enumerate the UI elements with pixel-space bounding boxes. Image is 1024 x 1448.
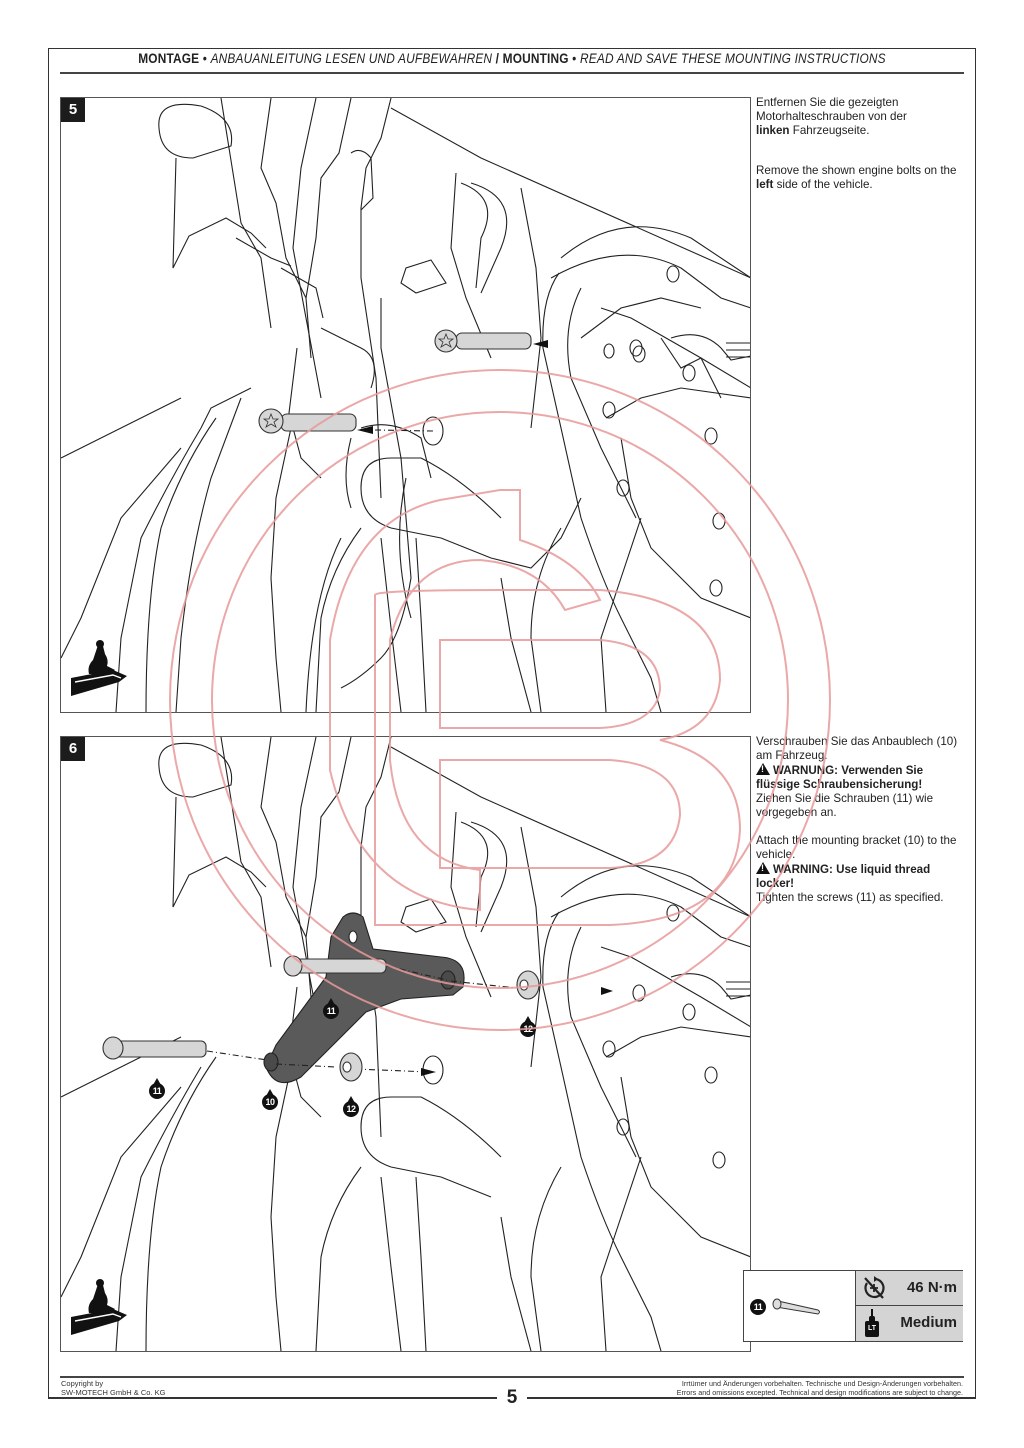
warning-triangle-icon [756, 763, 770, 775]
torque-value: 46 N·m [906, 1279, 957, 1296]
step-number-badge: 5 [61, 98, 85, 122]
torque-spec-values: 46 N·m LT Medium [855, 1271, 963, 1341]
spacer-12-upper [516, 970, 540, 1000]
step-6-en-warning: WARNING: Use liquid thread locker! [756, 862, 931, 890]
screw-11-lower [102, 1036, 436, 1076]
callout-11-lower: 11 [149, 1078, 165, 1099]
header-rule [60, 72, 964, 74]
rider-on-motorcycle-icon [71, 640, 127, 696]
step-6-de-warning: WARNUNG: Verwenden Sie flüssige Schraube… [756, 763, 924, 791]
step-6-text-de: Verschrauben Sie das Anbaublech (10) am … [756, 735, 968, 820]
step-5-en-bold: left [756, 178, 774, 191]
part-number-badge: 11 [750, 1299, 766, 1315]
threadlocker-bottle-icon: LT [865, 1309, 879, 1337]
engine-bolt-lower [258, 408, 434, 434]
callout-number: 10 [262, 1089, 278, 1110]
step-6-en-text2: Tighten the screws (11) as specified. [756, 891, 944, 904]
callout-10-bracket: 10 [262, 1089, 278, 1110]
header-separator: • [568, 51, 580, 66]
disclaimer-de: Irrtümer und Änderungen vorbehalten. Tec… [681, 1379, 963, 1388]
step-6-en-text1: Attach the mounting bracket (10) to the … [756, 834, 957, 861]
torque-wrench-icon [864, 1276, 885, 1299]
step-5-de-line3: Fahrzeugseite. [789, 124, 870, 137]
threadlocker-label: LT [865, 1321, 879, 1337]
screw-icon [772, 1298, 820, 1315]
callout-number: 11 [149, 1078, 165, 1099]
step-6-instructions: Verschrauben Sie das Anbaublech (10) am … [756, 735, 968, 905]
footer-rule [60, 1376, 964, 1378]
header-montage-subtitle: ANBAUANLEITUNG LESEN UND AUFBEWAHREN [210, 51, 493, 66]
copyright-line1: Copyright by [61, 1379, 104, 1388]
step-6-en-warning-text: WARNING: Use liquid thread locker! [756, 863, 931, 890]
step-5-text-de: Entfernen Sie die gezeigten Motorhaltesc… [756, 96, 968, 138]
callout-number: 12 [520, 1016, 536, 1037]
step-5-de-line2: Motorhalteschrauben von der [756, 110, 907, 123]
warning-triangle-icon [756, 862, 770, 874]
step-5-en-post: side of the vehicle. [773, 178, 873, 191]
engine-bolt-upper [434, 329, 548, 353]
engine-line-drawing [61, 737, 750, 1351]
step-6-de-text2: Ziehen Sie die Schrauben (11) wie vorgeg… [756, 792, 934, 819]
threadlocker-strength: Medium [900, 1314, 957, 1331]
step-6-illustration-panel: 6 [60, 736, 751, 1352]
spacer-12-lower [339, 1052, 363, 1082]
header-mounting-subtitle: READ AND SAVE THESE MOUNTING INSTRUCTION… [579, 51, 886, 66]
rider-on-motorcycle-icon [71, 1279, 127, 1335]
callout-12-lower: 12 [343, 1096, 359, 1117]
callout-number: 12 [343, 1096, 359, 1117]
torque-row: 46 N·m [856, 1271, 963, 1306]
callout-number: 11 [323, 998, 339, 1019]
step-6-text-en: Attach the mounting bracket (10) to the … [756, 834, 968, 905]
copyright: Copyright by SW-MOTECH GmbH & Co. KG [61, 1379, 165, 1397]
page-number: 5 [497, 1386, 527, 1410]
callout-12-upper: 12 [520, 1016, 536, 1037]
header-montage: MONTAGE [138, 51, 200, 66]
step-6-de-warning-text: WARNUNG: Verwenden Sie flüssige Schraube… [756, 764, 924, 791]
step-5-en-pre: Remove the shown engine bolts on the [756, 164, 957, 177]
step-5-illustration-panel: 5 [60, 97, 751, 713]
header-separator: • [199, 51, 211, 66]
step-5-de-line1: Entfernen Sie die gezeigten [756, 96, 899, 109]
step-6-de-text1: Verschrauben Sie das Anbaublech (10) am … [756, 735, 958, 762]
page-header: MONTAGE • ANBAUANLEITUNG LESEN UND AUFBE… [114, 51, 910, 73]
engine-line-drawing [61, 98, 750, 712]
step-5-instructions: Entfernen Sie die gezeigten Motorhaltesc… [756, 96, 968, 192]
step-5-text-en: Remove the shown engine bolts on the lef… [756, 164, 968, 192]
step-5-de-bold: linken [756, 124, 790, 137]
torque-spec-box: 11 46 N·m LT Medium [743, 1270, 963, 1342]
threadlocker-row: LT Medium [856, 1306, 963, 1340]
disclaimer-en: Errors and omissions excepted. Technical… [676, 1388, 963, 1397]
copyright-line2: SW-MOTECH GmbH & Co. KG [61, 1388, 166, 1397]
header-slash: / [492, 51, 503, 66]
disclaimer: Irrtümer und Änderungen vorbehalten. Tec… [677, 1379, 963, 1397]
callout-11-upper: 11 [323, 998, 339, 1019]
step-number-badge: 6 [61, 737, 85, 761]
mounting-bracket [263, 912, 465, 1084]
header-mounting: MOUNTING [502, 51, 569, 66]
torque-spec-part: 11 [744, 1271, 855, 1341]
